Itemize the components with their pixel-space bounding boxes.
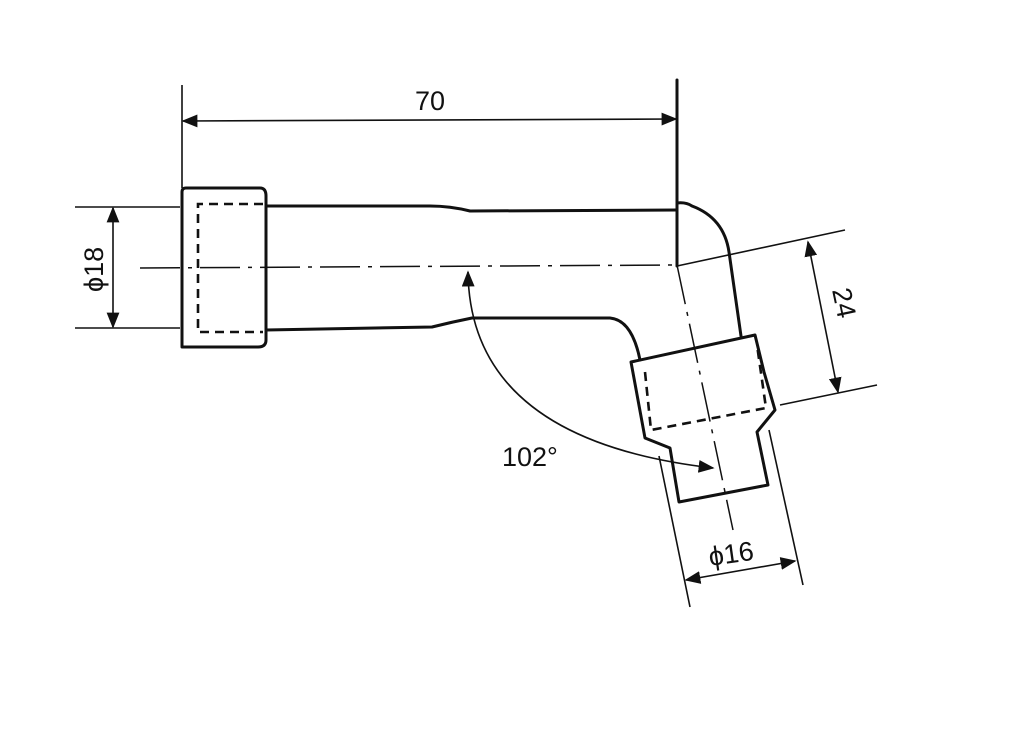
dimension-length: 70 — [181, 85, 678, 188]
outlet-boot — [629, 333, 777, 504]
dimension-inlet-diameter: ϕ18 — [75, 206, 180, 329]
dimension-angle: 102° — [461, 270, 715, 473]
tube-lower-edge — [264, 316, 642, 362]
dimension-outlet-offset: 24 — [676, 229, 878, 406]
outlet-offset-label: 24 — [826, 285, 862, 321]
centerlines — [139, 264, 734, 531]
inlet-cap — [180, 186, 268, 349]
outlet-boot-hidden-edge — [643, 344, 768, 432]
part-outline — [180, 78, 777, 504]
inlet-cap-hidden-edge — [196, 202, 263, 334]
length-label: 70 — [415, 86, 445, 116]
angle-label: 102° — [502, 442, 558, 472]
inlet-diameter-label: ϕ18 — [79, 247, 109, 292]
tube-upper-edge — [264, 204, 679, 213]
dimension-outlet-diameter: ϕ16 — [658, 429, 804, 608]
outlet-diameter-label: ϕ16 — [707, 536, 756, 572]
elbow-outer-edge — [675, 201, 743, 338]
